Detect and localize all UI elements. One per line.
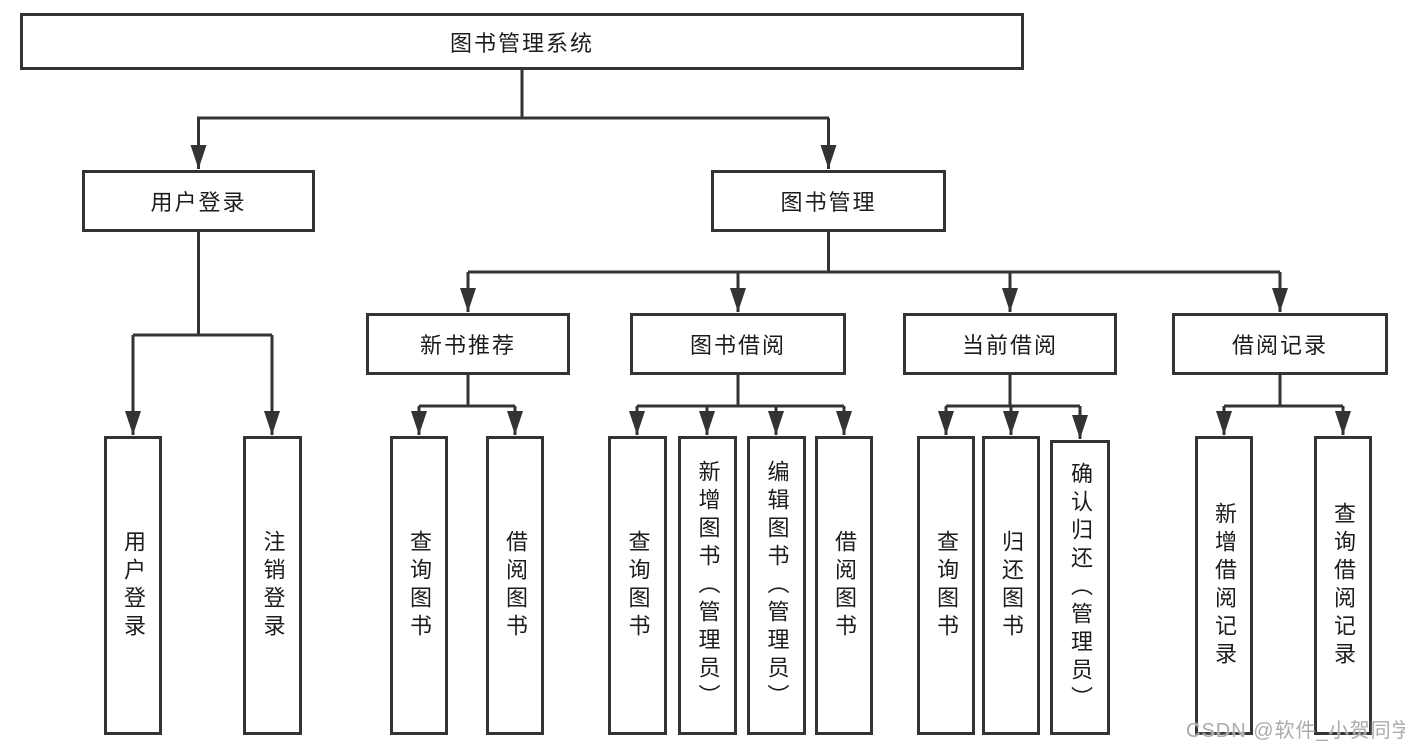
leaf-edit-book-admin: 编辑图书（管理员） bbox=[747, 436, 806, 735]
leaf-add-borrow-record: 新增借阅记录 bbox=[1195, 436, 1253, 735]
leaf-add-book-admin: 新增图书（管理员） bbox=[678, 436, 737, 735]
node-root: 图书管理系统 bbox=[20, 13, 1024, 70]
connector-group bbox=[125, 70, 1351, 439]
leaf-recommend-borrow-book: 借阅图书 bbox=[486, 436, 544, 735]
node-book-management: 图书管理 bbox=[711, 170, 946, 232]
csdn-watermark: CSDN @软件_小贺同学 bbox=[1186, 720, 1405, 742]
connector-new-book bbox=[419, 375, 515, 408]
connector-root bbox=[197, 70, 829, 120]
connector-user-login bbox=[133, 232, 272, 337]
node-user-login: 用户登录 bbox=[82, 170, 315, 232]
connector-current-borrow bbox=[946, 375, 1080, 408]
connector-book-management bbox=[468, 232, 1280, 274]
leaf-return-book: 归还图书 bbox=[982, 436, 1040, 735]
connector-book-borrow bbox=[637, 375, 844, 408]
node-book-borrow: 图书借阅 bbox=[630, 313, 846, 375]
leaf-query-borrow-record: 查询借阅记录 bbox=[1314, 436, 1372, 735]
node-current-borrow: 当前借阅 bbox=[903, 313, 1117, 375]
node-new-book-recommend: 新书推荐 bbox=[366, 313, 570, 375]
node-borrow-record: 借阅记录 bbox=[1172, 313, 1388, 375]
leaf-borrow-book: 借阅图书 bbox=[815, 436, 873, 735]
connector-borrow-record bbox=[1224, 375, 1343, 408]
leaf-borrow-query-book: 查询图书 bbox=[608, 436, 667, 735]
leaf-logout: 注销登录 bbox=[243, 436, 302, 735]
leaf-user-login: 用户登录 bbox=[104, 436, 162, 735]
leaf-recommend-query-book: 查询图书 bbox=[390, 436, 448, 735]
leaf-current-query-book: 查询图书 bbox=[917, 436, 975, 735]
leaf-confirm-return-admin: 确认归还（管理员） bbox=[1050, 440, 1110, 735]
